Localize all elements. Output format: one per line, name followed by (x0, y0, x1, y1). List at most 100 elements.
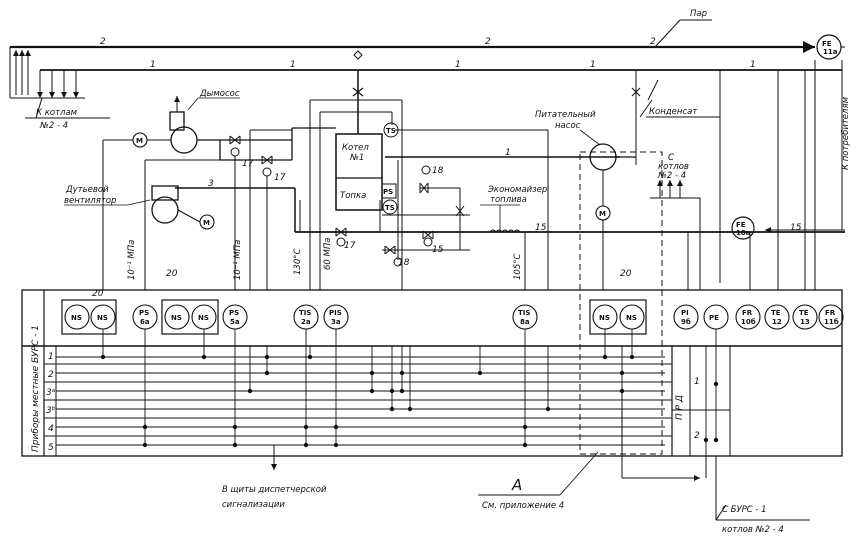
line-label-1b: 1 (290, 60, 296, 70)
fr-10b-top: FR (742, 309, 753, 317)
boiler-piping (309, 99, 549, 290)
consumer-verticals (719, 60, 816, 290)
economizer-coil (489, 229, 521, 233)
motor-m3-label: M (599, 210, 606, 218)
line-label-3: 3 (208, 179, 214, 189)
motor-m2-label: M (203, 219, 210, 227)
valve-pump-line (455, 205, 465, 217)
valve-18 (384, 245, 403, 267)
te-12-bottom: 12 (772, 318, 782, 326)
from-boilers-label-1: С (668, 153, 674, 163)
valve-17b (261, 155, 273, 290)
blower-fan-label-1: Дутьевой (65, 185, 109, 195)
valve-17a (229, 135, 241, 290)
fe-10a-bottom: 10а (736, 229, 751, 237)
panel-header: Приборы местные БУРС - 1 (31, 325, 41, 452)
prd-label: П Р Д (675, 395, 685, 420)
region-a-dashed (579, 151, 663, 455)
pi-9b-top: PI (681, 309, 689, 317)
dispatch-label-2: сигнализации (222, 500, 285, 510)
tis-8a-top: TIS (518, 309, 530, 317)
section-a-callout (478, 451, 599, 496)
valve-label-15: 15 (432, 245, 444, 255)
pis-3a-bottom: 3a (331, 318, 341, 326)
te-13 (792, 304, 818, 330)
temp-label-130: 130°С (293, 249, 303, 275)
fr-10b-bottom: 10б (741, 318, 756, 326)
condensate-label: Конденсат (649, 107, 698, 117)
group-label-20c: 20 (620, 269, 632, 279)
ts-4a-label: TS (385, 204, 395, 212)
ps-5a-top: PS (229, 309, 239, 317)
group-label-20b: 20 (166, 269, 178, 279)
valve-label-17a: 17 (242, 159, 254, 169)
boiler (335, 50, 383, 211)
row-label-1: 1 (48, 352, 54, 362)
condensate-branch (631, 70, 720, 150)
valve-15 (422, 230, 434, 247)
line-label-1a: 1 (150, 60, 156, 70)
tis-2a-bottom: 2a (301, 318, 311, 326)
steam-label: Пар (690, 9, 707, 19)
fr-11b-bottom: 11б (824, 318, 839, 326)
ns-4: NS (198, 314, 209, 322)
ns-1: NS (71, 314, 82, 322)
ns-3: NS (171, 314, 182, 322)
to-boilers-arrows (9, 47, 110, 119)
tis-2a-top: TIS (299, 309, 311, 317)
fe-11a-bottom: 11а (823, 48, 838, 56)
from-burs-label-2: котлов №2 - 4 (722, 525, 784, 535)
motor-m1 (102, 132, 171, 290)
feed-pump-label-1: Питательный (535, 110, 596, 120)
ps-6a-top: PS (139, 309, 149, 317)
fr-10b (735, 304, 761, 330)
prd-row-2: 2 (694, 431, 700, 441)
valve-label-18a: 18 (432, 166, 444, 176)
furnace-label: Топка (340, 191, 366, 201)
pis-3a-top: PIS (329, 309, 342, 317)
ps-7a-label: PS (383, 188, 393, 196)
pi-9b (673, 304, 699, 330)
see-appendix-label: См. приложение 4 (482, 501, 564, 511)
row-label-4: 4 (48, 424, 54, 434)
valve-label-17c: 17 (344, 241, 356, 251)
blower-fan (151, 185, 215, 230)
boiler-label-1: Котел (342, 143, 369, 153)
ps-6a-bottom: 6a (140, 318, 150, 326)
row-label-3a: 3ᵃ (46, 388, 56, 398)
smoke-exhauster (169, 96, 336, 161)
from-boilers-label-2: котлов (658, 162, 689, 172)
te-12 (764, 304, 790, 330)
row-label-3b: 3ᵇ (46, 406, 56, 416)
fe-10a (731, 216, 755, 240)
pressure-label-60: 60 МПа (323, 238, 333, 270)
valve-label-17b: 17 (274, 173, 286, 183)
fe-11a-top: FE (822, 40, 832, 48)
from-burs-label-1: С БУРС - 1 (722, 505, 767, 515)
ns-5: NS (599, 314, 610, 322)
pressure-label-1: 10⁻¹ МПа (127, 240, 137, 280)
to-boilers-label-1: К котлам (36, 108, 78, 118)
line-label-15b: 15 (790, 223, 802, 233)
line-label-1d: 1 (590, 60, 596, 70)
steam-line-2 (10, 19, 815, 53)
ns-6: NS (626, 314, 637, 322)
ns-2: NS (97, 314, 108, 322)
line-label-1c: 1 (455, 60, 461, 70)
economizer-label-1: Экономайзер (487, 185, 547, 195)
tis-8a-bottom: 8a (520, 318, 530, 326)
from-burs-arrows (621, 391, 810, 521)
fuel-line-15 (295, 200, 845, 233)
to-consumers-label: К потребителям (841, 96, 851, 170)
row-label-5: 5 (48, 443, 54, 453)
row-label-2: 2 (48, 370, 54, 380)
fr-11b (818, 304, 844, 330)
pressure-label-2: 10⁻¹ МПа (233, 240, 243, 280)
dispatch-label-1: В щиты диспетчерской (222, 485, 327, 495)
pi-9b-bottom: 9б (681, 318, 691, 326)
valve-17c (335, 227, 347, 247)
valve-16-actuator (421, 165, 431, 175)
bus-connections (100, 329, 719, 456)
